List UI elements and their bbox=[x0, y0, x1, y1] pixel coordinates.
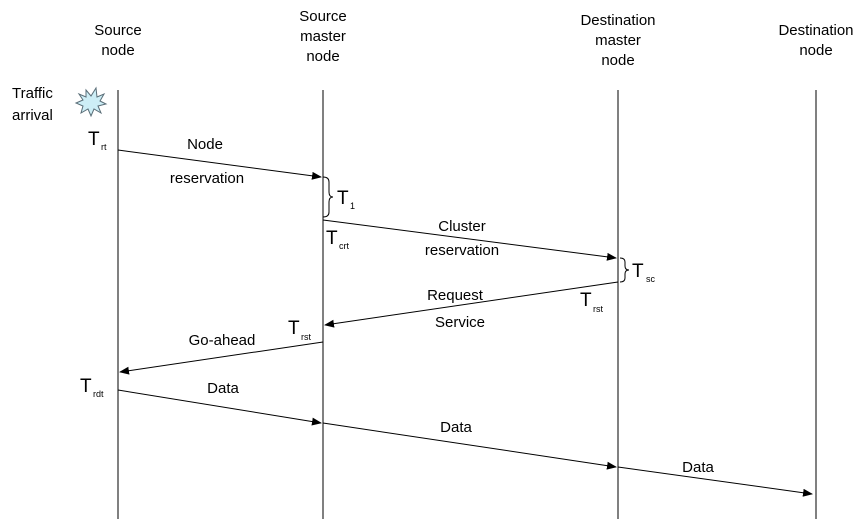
label-data-1: Data bbox=[207, 380, 239, 397]
timing-t-sc: T sc bbox=[632, 261, 656, 284]
svg-text:rst: rst bbox=[301, 332, 311, 342]
arrow-cluster-reservation bbox=[322, 219, 617, 261]
svg-text:T: T bbox=[337, 188, 349, 209]
svg-text:Request: Request bbox=[427, 287, 484, 304]
svg-text:rst: rst bbox=[593, 304, 603, 314]
svg-text:Traffic: Traffic bbox=[12, 85, 53, 102]
svg-text:master: master bbox=[300, 28, 346, 45]
svg-text:rdt: rdt bbox=[93, 389, 104, 399]
svg-text:reservation: reservation bbox=[425, 242, 499, 259]
label-cluster-reservation: Cluster reservation bbox=[425, 218, 499, 259]
label-data-3: Data bbox=[682, 459, 714, 476]
arrow-go-ahead bbox=[119, 341, 324, 375]
svg-text:sc: sc bbox=[646, 274, 656, 284]
svg-text:arrival: arrival bbox=[12, 107, 53, 124]
svg-text:crt: crt bbox=[339, 241, 349, 251]
timing-t-rst-source-master: T rst bbox=[288, 318, 311, 342]
svg-text:Service: Service bbox=[435, 314, 485, 331]
svg-text:node: node bbox=[601, 52, 634, 69]
svg-text:T: T bbox=[632, 261, 644, 282]
label-request-service: Request Service bbox=[427, 287, 485, 331]
arrow-data-destination-master-to-destination bbox=[617, 466, 813, 497]
timing-t-rt: T rt bbox=[88, 129, 107, 152]
header-source-node: Source node bbox=[94, 22, 142, 59]
svg-text:T: T bbox=[288, 318, 300, 339]
timing-t-rst-destination-master: T rst bbox=[580, 290, 603, 314]
svg-text:Destination: Destination bbox=[580, 12, 655, 29]
svg-text:T: T bbox=[326, 228, 338, 249]
label-go-ahead: Go-ahead bbox=[189, 332, 256, 349]
arrow-request-service bbox=[324, 281, 619, 328]
svg-text:T: T bbox=[580, 290, 592, 311]
burst-icon bbox=[74, 86, 108, 118]
arrow-node-reservation bbox=[117, 149, 322, 180]
svg-text:node: node bbox=[306, 48, 339, 65]
svg-text:Node: Node bbox=[187, 136, 223, 153]
brace-t-sc bbox=[619, 257, 630, 283]
svg-text:1: 1 bbox=[350, 201, 355, 211]
svg-text:node: node bbox=[799, 42, 832, 59]
svg-text:Destination: Destination bbox=[778, 22, 853, 39]
timing-t-rdt: T rdt bbox=[80, 376, 104, 399]
label-data-2: Data bbox=[440, 419, 472, 436]
arrow-data-source-to-source-master bbox=[117, 389, 322, 426]
svg-text:T: T bbox=[88, 129, 100, 150]
svg-text:Source: Source bbox=[94, 22, 142, 39]
arrow-data-source-master-to-destination-master bbox=[322, 422, 617, 470]
header-source-master-node: Source master node bbox=[299, 8, 347, 65]
header-destination-master-node: Destination master node bbox=[580, 12, 655, 69]
traffic-arrival-label: Traffic arrival bbox=[12, 85, 53, 124]
brace-t1 bbox=[322, 176, 334, 218]
svg-text:reservation: reservation bbox=[170, 170, 244, 187]
svg-text:Cluster: Cluster bbox=[438, 218, 486, 235]
svg-text:Source: Source bbox=[299, 8, 347, 25]
header-destination-node: Destination node bbox=[778, 22, 853, 59]
timing-t-1: T 1 bbox=[337, 188, 355, 211]
svg-text:rt: rt bbox=[101, 142, 107, 152]
svg-text:master: master bbox=[595, 32, 641, 49]
label-node-reservation: Node reservation bbox=[170, 136, 244, 187]
svg-text:node: node bbox=[101, 42, 134, 59]
svg-text:T: T bbox=[80, 376, 92, 397]
timing-t-crt: T crt bbox=[326, 228, 349, 251]
